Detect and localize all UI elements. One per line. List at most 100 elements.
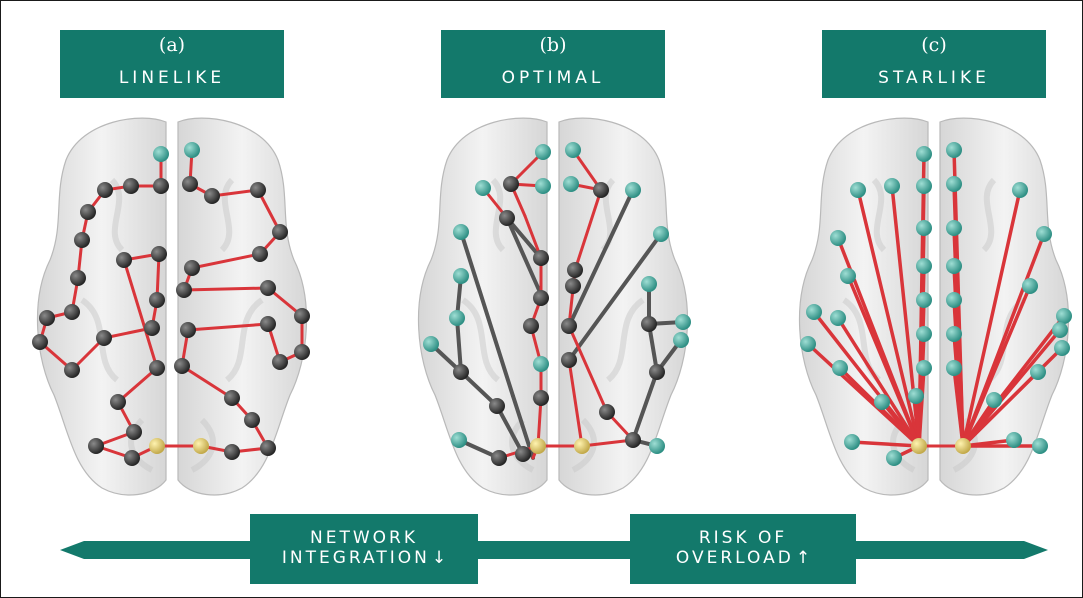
box-line-2-text: INTEGRATION (282, 548, 430, 568)
node-dark (39, 310, 55, 326)
node-teal (884, 178, 900, 194)
node-teal (475, 180, 491, 196)
node-teal (916, 258, 932, 274)
node-dark (110, 394, 126, 410)
node-teal (184, 142, 200, 158)
box-line-2: INTEGRATION↓ (250, 548, 478, 568)
brain-optimal (419, 118, 691, 495)
node-teal (800, 336, 816, 352)
node-dark (88, 438, 104, 454)
node-hub (955, 438, 971, 454)
node-dark (224, 444, 240, 460)
node-dark (599, 404, 615, 420)
node-teal (675, 314, 691, 330)
node-teal (1012, 182, 1028, 198)
node-dark (533, 290, 549, 306)
box-line-1: RISK OF (630, 528, 856, 548)
node-teal (874, 394, 890, 410)
node-dark (174, 358, 190, 374)
bottom-arrow (60, 541, 1048, 559)
node-teal (641, 276, 657, 292)
node-teal (1056, 308, 1072, 324)
node-teal (653, 226, 669, 242)
node-dark (250, 182, 266, 198)
node-teal (986, 392, 1002, 408)
node-teal (916, 360, 932, 376)
node-hub (193, 438, 209, 454)
node-teal (916, 178, 932, 194)
node-dark (499, 210, 515, 226)
node-dark (565, 278, 581, 294)
node-dark (144, 320, 160, 336)
node-dark (151, 246, 167, 262)
node-teal (423, 336, 439, 352)
node-dark (533, 390, 549, 406)
node-dark (641, 316, 657, 332)
node-dark (489, 398, 505, 414)
node-teal (1030, 364, 1046, 380)
node-dark (70, 270, 86, 286)
node-hub (574, 438, 590, 454)
node-teal (533, 356, 549, 372)
node-dark (561, 352, 577, 368)
node-teal (850, 182, 866, 198)
network-integration-box: NETWORK INTEGRATION↓ (250, 514, 478, 584)
node-teal (1054, 340, 1070, 356)
node-dark (272, 224, 288, 240)
node-dark (294, 308, 310, 324)
right-hemisphere (178, 118, 306, 495)
node-dark (97, 182, 113, 198)
node-teal (673, 332, 689, 348)
box-line-1: NETWORK (250, 528, 478, 548)
node-dark (533, 250, 549, 266)
node-teal (563, 176, 579, 192)
node-teal (916, 220, 932, 236)
node-teal (453, 224, 469, 240)
node-teal (946, 258, 962, 274)
node-teal (840, 268, 856, 284)
node-teal (1022, 278, 1038, 294)
node-teal (886, 450, 902, 466)
node-teal (1052, 322, 1068, 338)
node-dark (116, 252, 132, 268)
node-teal (844, 434, 860, 450)
arrow-up-icon: ↑ (796, 548, 810, 568)
node-dark (252, 246, 268, 262)
brain-starlike (800, 118, 1072, 495)
node-hub (149, 438, 165, 454)
node-dark (153, 178, 169, 194)
node-dark (491, 450, 507, 466)
node-dark (625, 432, 641, 448)
node-teal (908, 388, 924, 404)
node-dark (515, 446, 531, 462)
node-hub (911, 438, 927, 454)
arrow-down-icon: ↓ (432, 548, 446, 568)
node-dark (593, 182, 609, 198)
node-teal (1006, 432, 1022, 448)
node-teal (916, 292, 932, 308)
node-dark (184, 260, 200, 276)
node-teal (946, 142, 962, 158)
arrow-right-head (854, 541, 1048, 559)
box-line-2: OVERLOAD↑ (630, 548, 856, 568)
node-dark (80, 204, 96, 220)
node-teal (451, 432, 467, 448)
node-teal (830, 310, 846, 326)
node-teal (830, 230, 846, 246)
node-dark (453, 364, 469, 380)
node-dark (204, 188, 220, 204)
node-dark (124, 450, 140, 466)
node-teal (453, 268, 469, 284)
node-teal (916, 146, 932, 162)
node-teal (535, 144, 551, 160)
node-dark (96, 330, 112, 346)
left-hemisphere (38, 118, 166, 495)
edge (184, 288, 268, 290)
node-dark (244, 412, 260, 428)
node-teal (946, 220, 962, 236)
node-dark (224, 390, 240, 406)
risk-of-overload-box: RISK OF OVERLOAD↑ (630, 514, 856, 584)
node-dark (260, 440, 276, 456)
brain-linelike (32, 118, 310, 495)
